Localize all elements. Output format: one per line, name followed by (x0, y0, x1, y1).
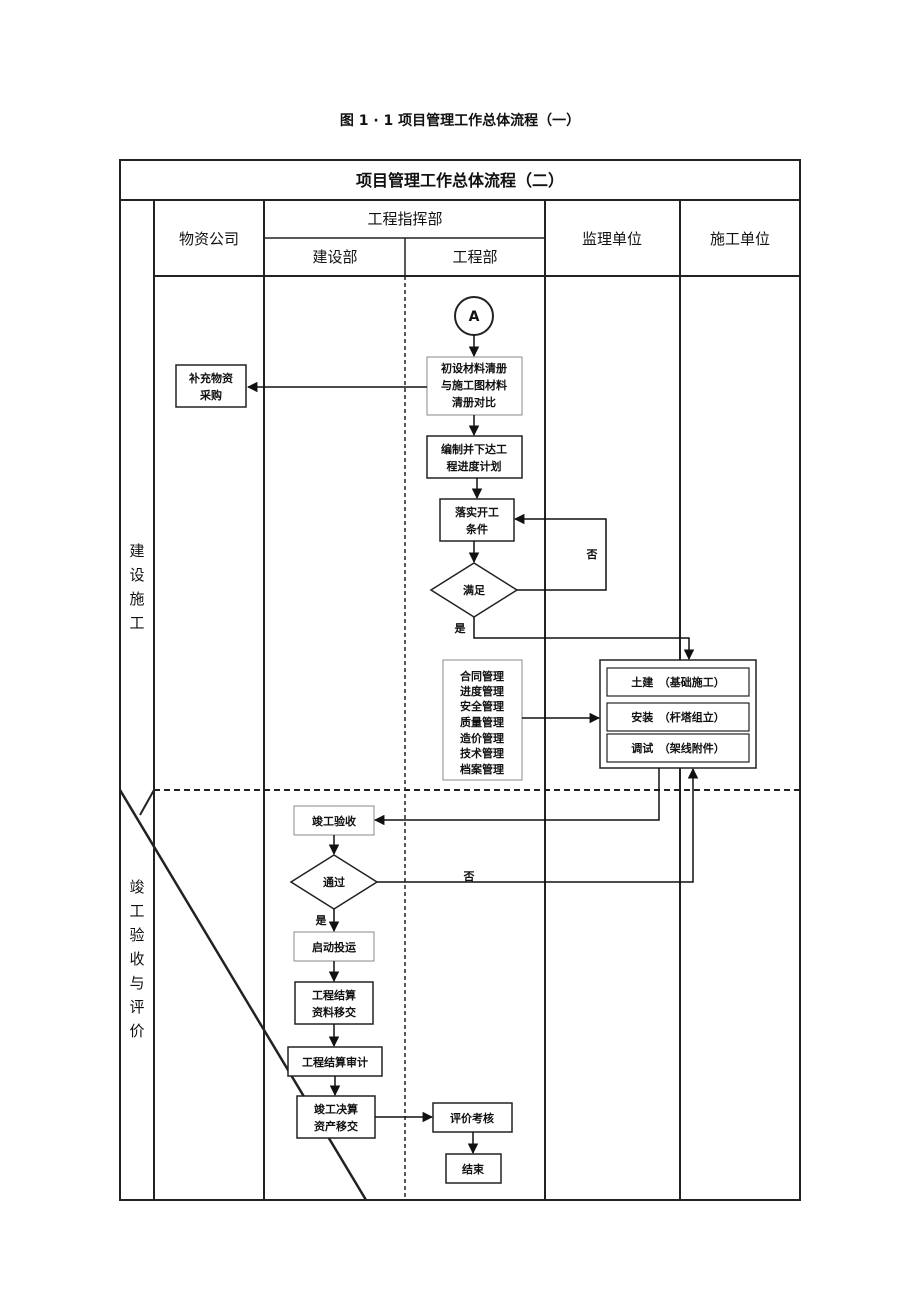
svg-text:程进度计划: 程进度计划 (447, 459, 502, 473)
arrow-decision-yes-to-stages (473, 617, 695, 661)
svg-text:编制并下达工: 编制并下达工 (441, 442, 507, 456)
node-decision-satisfied: 满足 (429, 562, 519, 618)
node-final-accounts: 竣工决算 资产移交 (296, 1095, 376, 1139)
node-supplementary-purchase: 补充物资 采购 (175, 364, 247, 408)
svg-text:采购: 采购 (199, 388, 222, 402)
svg-text:满足: 满足 (463, 583, 486, 597)
phase-accept-char: 验 (129, 926, 144, 944)
column-header-engineering-dept: 工程部 (452, 248, 497, 266)
svg-text:清册对比: 清册对比 (452, 395, 496, 409)
svg-text:落实开工: 落实开工 (455, 505, 499, 519)
svg-text:资料移交: 资料移交 (312, 1005, 356, 1019)
arrow-passed-no-to-stages (377, 767, 699, 883)
edge-label-no: 否 (586, 548, 598, 561)
node-end: 结束 (445, 1153, 502, 1184)
column-header-construction-dept: 建设部 (312, 248, 357, 266)
svg-text:档案管理: 档案管理 (460, 762, 504, 776)
svg-text:初设材料清册: 初设材料清册 (441, 361, 507, 375)
svg-text:工程结算审计: 工程结算审计 (302, 1055, 368, 1069)
phase-accept-char: 评 (129, 998, 144, 1016)
phase-build-char: 工 (129, 614, 144, 632)
node-compare-materials: 初设材料清册 与施工图材料 清册对比 (426, 356, 523, 416)
edge-label-no: 否 (463, 870, 475, 883)
phase-accept-char: 工 (129, 902, 144, 920)
svg-text:通过: 通过 (323, 875, 345, 889)
edge-label-yes: 是 (454, 622, 467, 635)
svg-text:资产移交: 资产移交 (314, 1119, 358, 1133)
svg-text:结束: 结束 (461, 1162, 485, 1176)
svg-text:A: A (469, 309, 480, 325)
svg-text:评价考核: 评价考核 (450, 1111, 494, 1125)
phase-accept-char: 收 (129, 950, 144, 968)
node-decision-passed: 通过 (289, 854, 379, 910)
node-completion-acceptance: 竣工验收 (293, 805, 375, 836)
table-frame (118, 159, 801, 1201)
column-header-supervision: 监理单位 (582, 230, 642, 248)
phase-accept-char: 与 (129, 974, 144, 992)
stage-install: 安装 （杆塔组立） (631, 710, 725, 724)
svg-text:与施工图材料: 与施工图材料 (441, 378, 507, 392)
column-header-contractor: 施工单位 (710, 230, 770, 248)
phase-build-char: 设 (129, 566, 144, 584)
svg-text:造价管理: 造价管理 (460, 731, 504, 745)
figure-caption: 图 1 · 1 项目管理工作总体流程（一） (339, 113, 581, 129)
column-header-materials: 物资公司 (179, 230, 239, 248)
table-title: 项目管理工作总体流程（二） (356, 171, 564, 190)
phase-label-acceptance: 竣 工 验 收 与 评 价 (129, 878, 144, 1040)
svg-text:条件: 条件 (465, 522, 488, 536)
node-management-list: 合同管理 进度管理 安全管理 质量管理 造价管理 技术管理 档案管理 (442, 659, 523, 781)
svg-text:工程结算: 工程结算 (312, 988, 356, 1002)
node-start-a: A (454, 296, 494, 336)
svg-text:竣工决算: 竣工决算 (314, 1102, 358, 1116)
node-progress-plan: 编制并下达工 程进度计划 (426, 435, 523, 479)
node-settlement-docs: 工程结算 资料移交 (294, 981, 374, 1025)
svg-text:竣工验收: 竣工验收 (312, 814, 356, 828)
phase-label-build: 建 设 施 工 (129, 542, 144, 632)
node-startup-operation: 启动投运 (293, 931, 375, 962)
node-start-conditions: 落实开工 条件 (439, 498, 515, 542)
edge-label-yes: 是 (315, 914, 328, 927)
svg-text:合同管理: 合同管理 (460, 669, 504, 683)
svg-text:启动投运: 启动投运 (312, 940, 356, 954)
flow-arrows (246, 335, 699, 1155)
node-construction-stages: 土建 （基础施工） 安装 （杆塔组立） 调试 （架线附件） (599, 659, 757, 769)
svg-text:进度管理: 进度管理 (460, 684, 504, 698)
phase-build-char: 建 (129, 542, 144, 560)
arrow-stages-to-acceptance (373, 768, 660, 826)
phase-accept-char: 价 (129, 1022, 144, 1040)
stage-debug: 调试 （架线附件） (631, 741, 725, 755)
svg-text:技术管理: 技术管理 (460, 746, 504, 760)
node-evaluation: 评价考核 (432, 1102, 513, 1133)
node-settlement-audit: 工程结算审计 (287, 1046, 383, 1077)
column-header-hq: 工程指挥部 (367, 210, 442, 228)
stage-civil: 土建 （基础施工） (631, 675, 725, 689)
phase-accept-char: 竣 (129, 878, 144, 896)
svg-text:补充物资: 补充物资 (188, 371, 233, 385)
svg-text:质量管理: 质量管理 (460, 715, 504, 729)
svg-text:安全管理: 安全管理 (460, 699, 504, 713)
arrow-decision-no-loop (513, 513, 607, 591)
phase-build-char: 施 (129, 590, 144, 608)
